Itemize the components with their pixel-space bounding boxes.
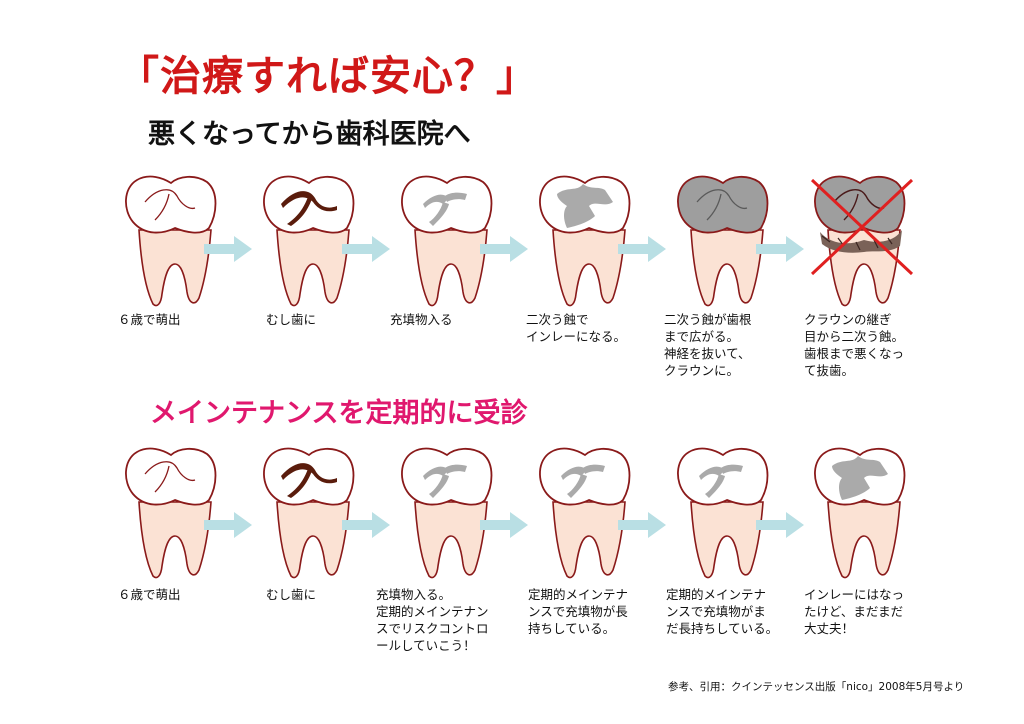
arrow-r1-2 [342,236,390,262]
tooth-r1-2 [257,170,367,308]
tooth-r2-5 [671,442,781,580]
arrow-r2-2 [342,512,390,538]
caption-r2-6: インレーにはなったけど、まだまだ大丈夫！ [804,587,905,636]
tooth-r2-3 [395,442,505,580]
tooth-r2-6 [808,442,918,580]
tooth-r1-6 [808,170,918,308]
caption-r2-2: むし歯に [266,587,317,602]
caption-r2-5: 定期的メインテナンスで充填物がまだ長持ちしている。 [666,587,779,636]
source-citation: 参考、引用：クインテッセンス出版「nico」2008年5月号より [668,681,965,693]
arrow-r2-4 [618,512,666,538]
arrow-r1-5 [756,236,804,262]
tooth-r2-1 [119,442,229,580]
tooth-r2-4 [533,442,643,580]
arrow-r1-4 [618,236,666,262]
caption-r1-6: クラウンの継ぎ目から二次う蝕。歯根まで悪くなって抜歯。 [804,312,905,378]
tooth-r1-5 [671,170,781,308]
caption-r2-1: ６歳で萌出 [118,587,181,602]
arrow-r2-5 [756,512,804,538]
arrow-r2-3 [480,512,528,538]
page-title: 「治療すれば安心？」 [118,52,538,100]
tooth-r1-1 [119,170,229,308]
tooth-r1-4 [533,170,643,308]
arrow-r1-3 [480,236,528,262]
caption-r1-2: むし歯に [266,312,317,327]
caption-r2-4: 定期的メインテナンスで充填物が長持ちしている。 [528,587,629,636]
caption-r1-1: ６歳で萌出 [118,312,181,327]
tooth-r2-2 [257,442,367,580]
caption-r1-3: 充填物入る [390,312,453,327]
row2-heading: メインテナンスを定期的に受診 [150,398,528,429]
caption-r1-4: 二次う蝕でインレーになる。 [526,312,627,344]
caption-r1-5: 二次う蝕が歯根まで広がる。神経を抜いて、クラウンに。 [664,312,752,378]
arrow-r1-1 [204,236,252,262]
row1-heading: 悪くなってから歯科医院へ [148,119,471,150]
arrow-r2-1 [204,512,252,538]
caption-r2-3: 充填物入る。定期的メインテナンスでリスクコントロールしていこう！ [376,587,489,653]
tooth-r1-3 [395,170,505,308]
